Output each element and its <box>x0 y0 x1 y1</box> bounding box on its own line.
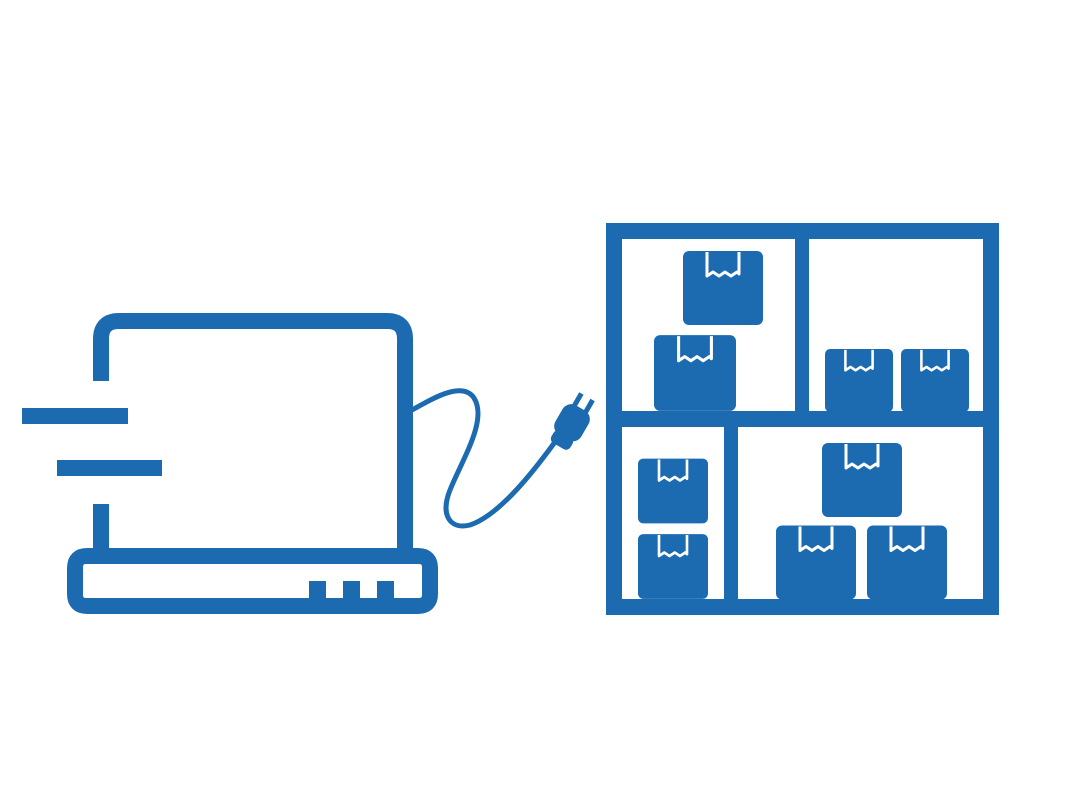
speed-lines-icon <box>22 408 162 476</box>
package-box-icon <box>867 525 947 600</box>
package-box-icon <box>638 533 708 600</box>
port-icon <box>377 581 394 601</box>
laptop-ports <box>309 581 394 601</box>
package-box-icon <box>901 349 969 412</box>
shelf-divider-horizontal <box>614 411 991 427</box>
laptop-base <box>67 548 438 614</box>
port-icon <box>343 581 360 601</box>
package-box-icon <box>683 250 763 326</box>
speed-line-top <box>22 408 128 424</box>
package-box-icon <box>825 349 893 412</box>
speed-line-bottom <box>57 460 162 476</box>
power-cord-icon <box>409 388 563 529</box>
laptop-icon <box>67 313 438 614</box>
shelf-divider-vertical-top <box>795 231 809 421</box>
package-box-icon <box>822 443 902 517</box>
port-icon <box>309 581 326 601</box>
package-box-icon <box>638 458 708 524</box>
plug-icon <box>550 392 595 450</box>
package-box-icon <box>654 334 736 412</box>
package-box-icon <box>776 525 856 600</box>
warehouse-shelf-icon <box>606 223 999 615</box>
shelf-divider-vertical-bottom <box>724 420 738 607</box>
laptop-screen <box>93 313 413 548</box>
